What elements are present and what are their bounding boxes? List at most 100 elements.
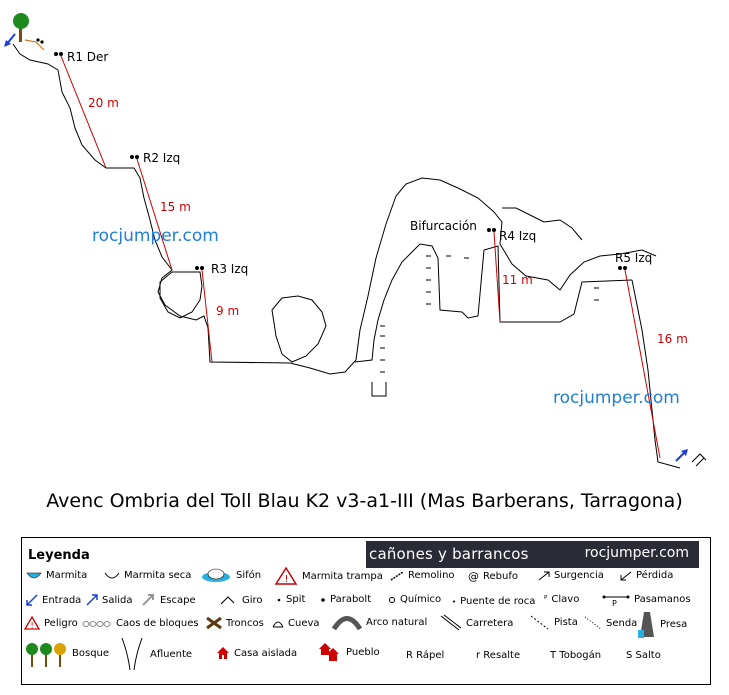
pothole-icon (26, 572, 42, 578)
legend-label: Troncos (226, 617, 264, 629)
rappel-length-r4: 11 m (502, 273, 533, 287)
legend-label: S Salto (626, 650, 661, 661)
topo-title: Avenc Ombria del Toll Blau K2 v3-a1-III … (46, 490, 683, 512)
watermark-right: rocjumper.com (553, 388, 680, 408)
legend-label: Pérdida (636, 570, 674, 581)
house-icon (217, 647, 229, 659)
rock-notch (371, 382, 387, 397)
chemical-anchor-icon (389, 596, 395, 603)
legend-item-senda: Senda (584, 616, 637, 630)
rappel-label-r2: R2 Izq (143, 151, 180, 165)
track-icon (530, 615, 549, 630)
legend-label: Químico (400, 594, 442, 605)
brand-banner: cañones y barrancos rocjumper.com (366, 541, 699, 568)
entry-arrow-icon (26, 594, 38, 606)
legend-item-troncos: Troncos (206, 616, 264, 630)
rappel-label-r5: R5 Izq (615, 251, 652, 265)
anchor-r2 (130, 155, 139, 159)
siphon-icon (202, 568, 230, 582)
legend-item-marmita: Marmita (26, 570, 87, 581)
rappel-line-r5 (624, 269, 661, 459)
legend-item-pasamanos: P Pasamanos (602, 592, 691, 606)
canyon-wall-right (631, 279, 681, 469)
exit-arrow-icon (675, 449, 688, 462)
canyon-topo-diagram: R1 Der 20 m R2 Izq 15 m R3 Izq 9 m Bifur… (4, 13, 707, 469)
svg-text:!: ! (31, 621, 34, 630)
legend-item-arco: Arco natural (332, 614, 427, 630)
village-icon (319, 643, 339, 661)
legend-item-giro: Giro (220, 594, 263, 606)
svg-text:!: ! (285, 574, 289, 585)
legend-label: Spit (286, 594, 306, 605)
legend-label: Surgencia (554, 570, 604, 581)
legend-item-parabolt: Parabolt (320, 594, 371, 605)
backwash-icon: @ (468, 570, 479, 583)
legend-item-sifon: Sifón (200, 568, 261, 582)
escape-arrow-icon (691, 453, 707, 467)
legend-label: Clavo (551, 594, 580, 605)
turn-icon (220, 596, 235, 605)
logs-icon (206, 616, 222, 630)
legend-item-rebufo: @ Rebufo (468, 570, 518, 583)
ledge-marks (380, 255, 599, 373)
legend-item-salto: S Salto (626, 650, 661, 661)
rock-island-2 (271, 295, 327, 363)
legend-label: r Resalte (476, 650, 521, 661)
legend-item-spit: Spit (276, 594, 305, 605)
rappel-line-r4 (493, 231, 501, 323)
legend-label: Presa (660, 618, 688, 630)
legend-label: Entrada (42, 594, 82, 606)
spring-icon (538, 571, 550, 580)
legend-item-marmita-trampa: ! Marmita trampa (274, 566, 383, 586)
watermark-left: rocjumper.com (92, 226, 219, 246)
legend-label: Senda (606, 617, 638, 629)
cave-icon (272, 621, 284, 628)
legend-label: Puente de roca (460, 596, 536, 607)
legend-item-casa: Casa aislada (216, 646, 297, 660)
legend-label: Pista (554, 616, 578, 628)
legend-label: Sifón (236, 569, 262, 581)
legend-label: Cueva (288, 618, 320, 629)
path-icon (584, 616, 602, 630)
handline-icon: P (602, 595, 630, 606)
legend-item-puente-roca: • Puente de roca (452, 596, 535, 607)
escape-arrow-icon (142, 594, 154, 606)
entry-arrow-icon (4, 33, 16, 47)
legend-label: Arco natural (366, 616, 428, 628)
anchor-r4 (487, 228, 496, 232)
legend-item-presa: Presa (638, 610, 687, 638)
exit-arrow-icon (86, 594, 98, 606)
legend-label: Marmita trampa (302, 570, 383, 582)
canyon-wall-branch (502, 207, 583, 241)
legend-item-resalte: r Resalte (476, 650, 520, 661)
legend-item-surgencia: Surgencia (538, 570, 604, 581)
legend-label: Parabolt (330, 594, 372, 605)
legend-item-cueva: Cueva (272, 618, 320, 629)
spit-icon (277, 598, 281, 601)
approach-path (24, 39, 45, 51)
legend-item-pista: Pista (530, 614, 578, 630)
trap-pothole-icon: ! (274, 566, 298, 585)
dam-icon (638, 612, 654, 638)
rappel-length-r5: 16 m (657, 332, 688, 346)
anchor-r5 (618, 266, 627, 270)
legend-label: Pasamanos (634, 593, 691, 605)
legend-label: Marmita seca (124, 570, 192, 581)
rappel-length-r3: 9 m (216, 304, 239, 318)
legend-item-caos: Caos de bloques (82, 618, 199, 629)
legend-label: Peligro (44, 617, 78, 629)
rock-bridge-icon: • (452, 597, 457, 606)
banner-left-text: cañones y barrancos (369, 545, 529, 563)
legend-title: Leyenda (28, 548, 90, 563)
rappel-label-r1: R1 Der (67, 50, 108, 64)
banner-right-text: rocjumper.com (584, 545, 689, 561)
legend-label: Pueblo (346, 646, 380, 658)
rappel-label-r3: R3 Izq (211, 262, 248, 276)
rappel-line-r1 (60, 55, 107, 169)
legend-label: Casa aislada (234, 647, 298, 659)
legend-item-clavo: ᴾ Clavo (544, 594, 579, 605)
anchor-r1 (54, 52, 63, 56)
piton-icon: ᴾ (544, 594, 548, 605)
legend-label: Escape (160, 594, 196, 606)
canyon-wall-main (12, 43, 657, 375)
